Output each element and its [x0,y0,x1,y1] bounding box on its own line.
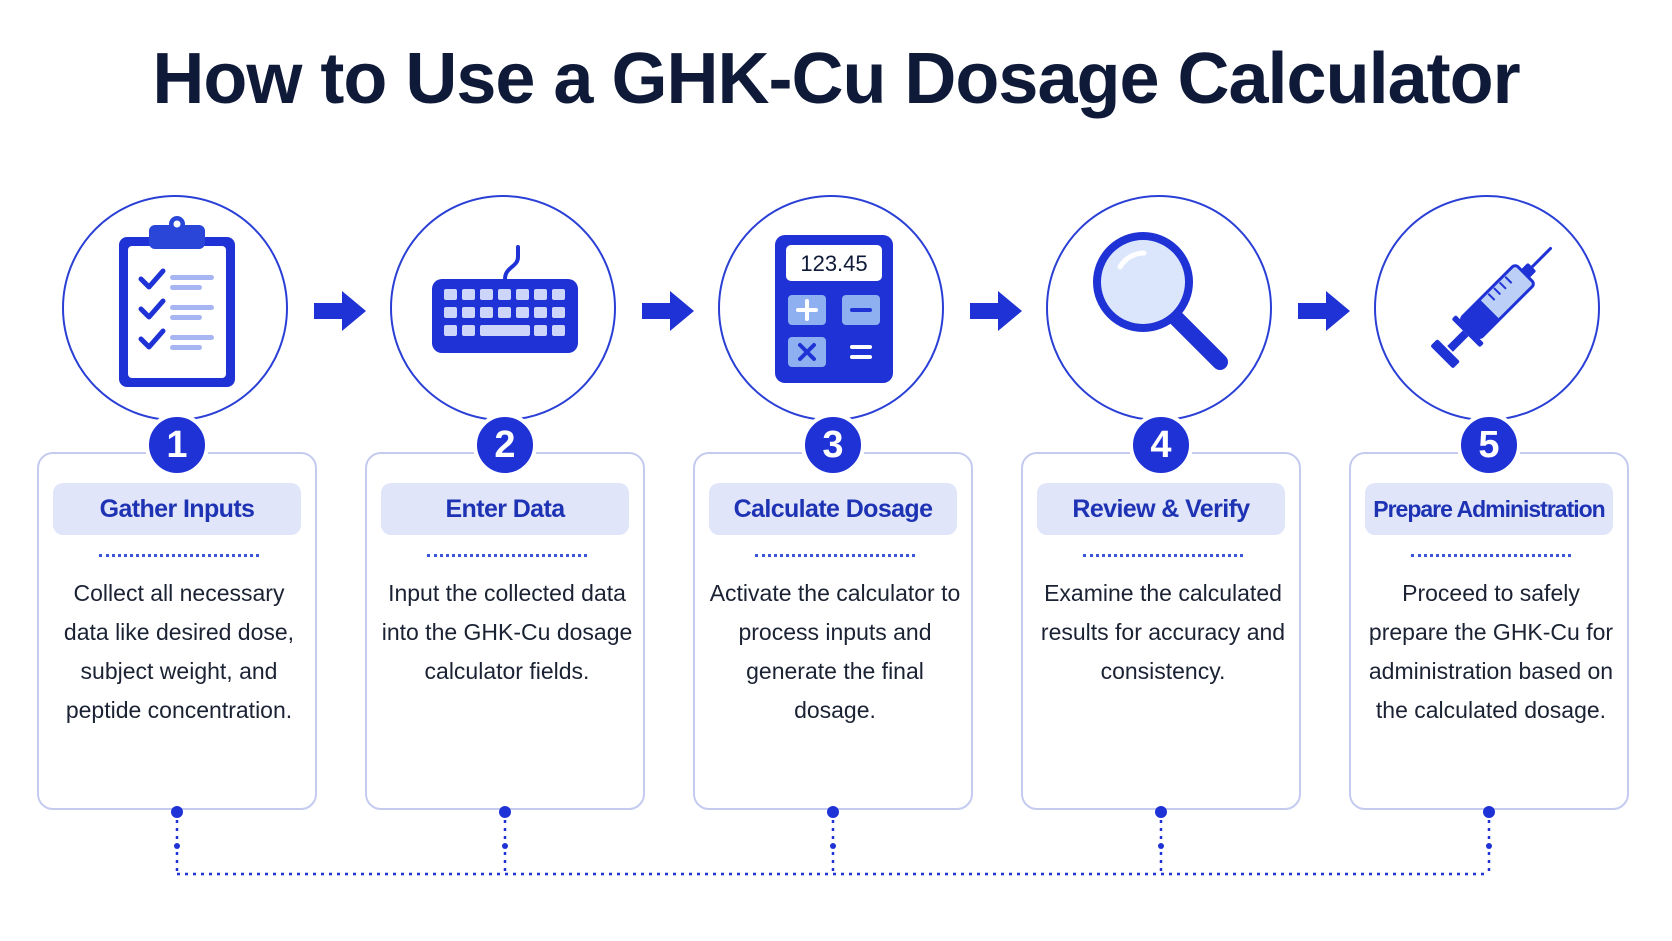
dotted-divider [99,554,259,557]
step-card: Gather Inputs Collect all necessary data… [37,452,317,810]
step-1-icon-circle [62,195,288,421]
syringe-icon [1431,246,1553,368]
step-description: Input the collected data into the GHK-Cu… [381,580,633,684]
step-title: Review & Verify [1037,483,1285,535]
step-2-icon-circle [390,195,616,421]
step-card: Enter Data Input the collected data into… [365,452,645,810]
step-number-badge: 4 [1129,413,1193,477]
arrow-right-icon [970,291,1022,331]
step-card: Calculate Dosage Activate the calculator… [693,452,973,810]
keyboard-icon [432,245,578,353]
step-title: Prepare Administration [1365,483,1613,535]
step-5-icon-circle [1374,195,1600,421]
clipboard-checklist-icon [119,216,235,387]
step-number-badge: 2 [473,413,537,477]
step-title: Calculate Dosage [709,483,957,535]
arrow-right-icon [314,291,366,331]
step-card: Prepare Administration Proceed to safely… [1349,452,1629,810]
step-title: Gather Inputs [53,483,301,535]
step-number-badge: 5 [1457,413,1521,477]
dotted-divider [755,554,915,557]
dotted-divider [427,554,587,557]
calculator-icon: 123.45 [775,235,893,383]
dotted-divider [1083,554,1243,557]
step-description: Activate the calculator to process input… [709,580,961,723]
dotted-divider [1411,554,1571,557]
step-description: Proceed to safely prepare the GHK-Cu for… [1368,580,1614,723]
step-card: Review & Verify Examine the calculated r… [1021,452,1301,810]
step-number-badge: 3 [801,413,865,477]
magnifying-glass-icon [1093,232,1228,370]
calculator-display: 123.45 [800,251,867,276]
arrow-right-icon [642,291,694,331]
arrow-right-icon [1298,291,1350,331]
page-title: How to Use a GHK-Cu Dosage Calculator [152,39,1520,119]
step-4-icon-circle [1046,195,1272,421]
step-description: Collect all necessary data like desired … [63,580,295,723]
step-title: Enter Data [381,483,629,535]
step-number-badge: 1 [145,413,209,477]
step-3-icon-circle: 123.45 [718,195,944,421]
step-description: Examine the calculated results for accur… [1040,580,1286,684]
dotted-connector [171,806,1495,876]
